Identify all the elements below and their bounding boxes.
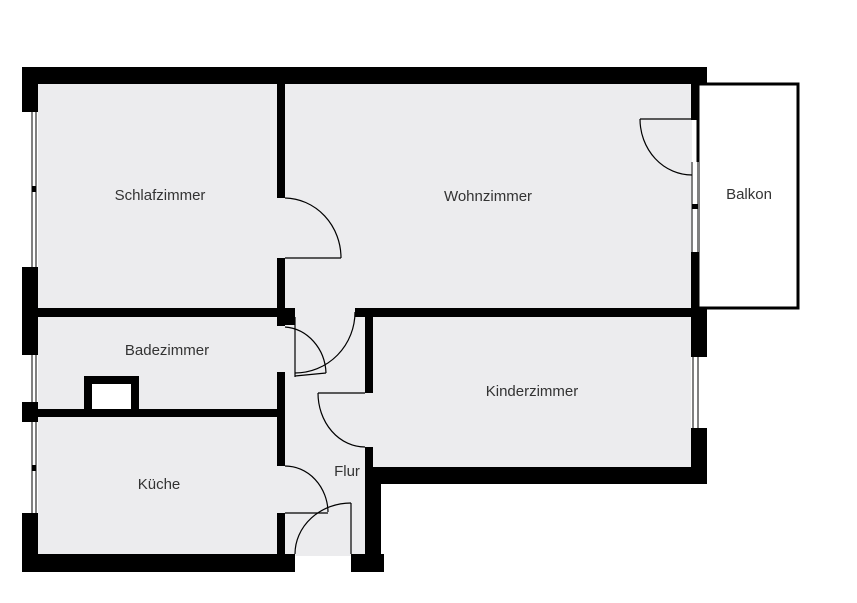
- wall-kinder-right-lower: [691, 428, 707, 484]
- window-kueche: [22, 422, 38, 513]
- door-kinderzimmer: [317, 392, 366, 448]
- room-label-wohnzimmer: Wohnzimmer: [444, 188, 532, 205]
- doors: [284, 118, 693, 555]
- windows: [22, 112, 707, 513]
- room-label-badezimmer: Badezimmer: [125, 342, 209, 359]
- door-entrance: [294, 502, 352, 555]
- wall-flur-left-low: [277, 513, 285, 554]
- wall-flur-left-mid: [277, 372, 285, 466]
- wall-top: [22, 67, 707, 84]
- wall-schlaf-wohn-upper: [277, 84, 285, 198]
- wall-bad-kueche: [38, 409, 285, 417]
- wall-flur-right-upper: [365, 310, 373, 393]
- wall-wohn-right-upper: [691, 84, 699, 120]
- wall-flur-right-lower: [365, 467, 381, 572]
- floor-areas: [38, 84, 694, 556]
- wall-kinder-right-upper: [691, 317, 707, 357]
- window-schlafzimmer: [22, 112, 38, 267]
- wall-schlaf-wohn-lower: [277, 258, 285, 326]
- wall-kinder-bottom: [365, 467, 707, 484]
- window-kinderzimmer: [691, 357, 707, 428]
- door-wohnzimmer-flur: [294, 311, 356, 374]
- door-kueche: [284, 465, 329, 514]
- wall-stub: [285, 317, 295, 325]
- window-wohnzimmer: [691, 162, 699, 252]
- chimney-inner: [92, 384, 131, 409]
- room-label-flur: Flur: [334, 463, 360, 480]
- floor-left: [38, 300, 368, 556]
- wall-bottom-left: [22, 554, 295, 572]
- room-label-kinderzimmer: Kinderzimmer: [486, 383, 579, 400]
- wall-flur-right-mid: [365, 447, 373, 467]
- balcony-outline: [696, 82, 800, 310]
- wall-wohn-right-lower: [691, 252, 699, 317]
- window-badezimmer: [22, 355, 38, 402]
- door-balkon: [639, 118, 693, 176]
- wall-wohn-kinder: [355, 308, 707, 317]
- room-label-balkon: Balkon: [726, 186, 772, 203]
- floor-upper: [38, 84, 692, 310]
- door-schlafzimmer: [284, 197, 342, 259]
- room-label-kueche: Küche: [138, 476, 181, 493]
- wall-schlaf-bad: [38, 308, 295, 317]
- room-label-schlafzimmer: Schlafzimmer: [115, 187, 206, 204]
- floor-kinderzimmer: [360, 315, 694, 469]
